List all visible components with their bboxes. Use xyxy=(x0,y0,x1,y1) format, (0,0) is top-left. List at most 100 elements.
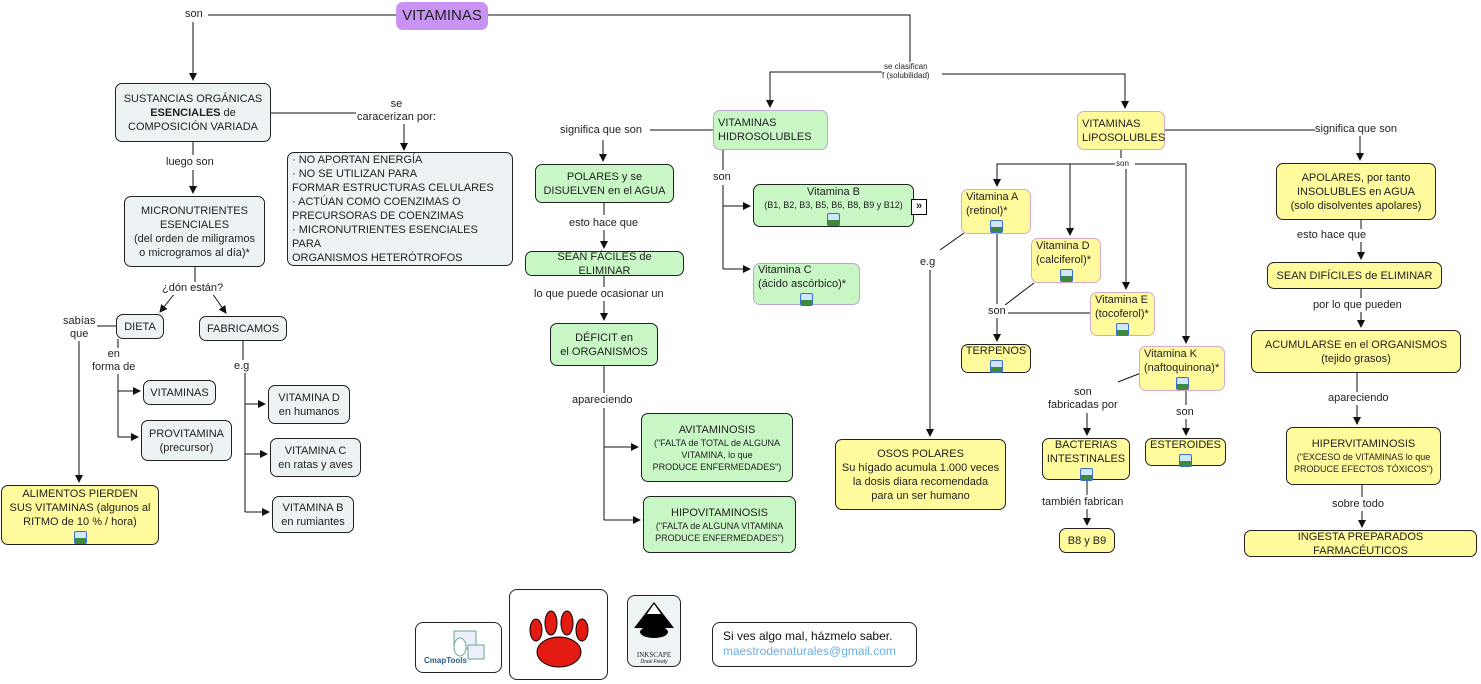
concept-polares[interactable]: POLARES y se DISUELVEN en el AGUA xyxy=(535,164,674,203)
description: ("FALTA de TOTAL de ALGUNA VITAMINA, lo … xyxy=(652,437,782,472)
concept-b8-b9[interactable]: B8 y B9 xyxy=(1059,528,1115,553)
link-label-son-fabricadas-por: son fabricadas por xyxy=(1048,386,1118,412)
image-icon[interactable] xyxy=(827,213,840,226)
paw-logo-icon xyxy=(529,610,589,668)
concept-deficit[interactable]: DÉFICIT en el ORGANISMOS xyxy=(550,323,658,366)
double-chevron-right-icon[interactable]: » xyxy=(911,199,927,215)
image-icon[interactable] xyxy=(989,360,1003,373)
link-label-esto-hace-que: esto hace que xyxy=(1297,229,1367,242)
title: Vitamina B xyxy=(807,186,860,198)
title: AVITAMINOSIS xyxy=(678,423,756,436)
link-label-luego-son: luego son xyxy=(166,156,214,169)
concept-acumularse[interactable]: ACUMULARSE en el ORGANISMOS (tejido gras… xyxy=(1251,330,1461,373)
link-label-tambien-fabrican: también fabrican xyxy=(1042,496,1124,509)
title: HIPERVITAMINOSIS xyxy=(1311,438,1416,450)
title: HIPOVITAMINOSIS xyxy=(671,506,768,519)
text: Vitamina E (tocoferol)* xyxy=(1095,293,1149,320)
link-label-eg: e.g xyxy=(234,360,250,373)
link-label-apareciendo: apareciendo xyxy=(572,394,633,407)
concept-hidrosolubles[interactable]: VITAMINAS HIDROSOLUBLES xyxy=(713,110,828,150)
contact-email-link[interactable]: maestrodenaturales@gmail.com xyxy=(723,644,896,658)
maestro-de-naturales-logo[interactable] xyxy=(509,589,608,680)
link-label-donde-estan: ¿dón están? xyxy=(162,282,224,295)
image-icon[interactable] xyxy=(1059,269,1073,282)
link-label-son: son xyxy=(1116,159,1129,168)
concept-vitamina-a[interactable]: Vitamina A (retinol)* xyxy=(961,189,1031,234)
concept-caracteristicas[interactable]: · NO APORTAN ENERGÍA · NO SE UTILIZAN PA… xyxy=(287,152,513,266)
concept-vitamina-c[interactable]: Vitamina C (ácido ascórbico)* xyxy=(753,263,860,306)
inkscape-tagline: Draw Freely xyxy=(640,659,668,665)
image-icon[interactable] xyxy=(989,220,1003,233)
link-label-sabias-que: sabías que xyxy=(63,315,96,341)
concept-dificiles-eliminar[interactable]: SEAN DIFÍCILES de ELIMINAR xyxy=(1267,262,1442,289)
text: de xyxy=(220,107,236,119)
link-label-por-lo-que-pueden: por lo que pueden xyxy=(1313,299,1402,312)
contact-text: Si ves algo mal, házmelo saber. xyxy=(723,629,893,643)
title: OSOS POLARES xyxy=(877,447,964,460)
image-icon[interactable] xyxy=(1179,453,1192,467)
cmaptools-logo[interactable]: CmapTools xyxy=(415,622,502,673)
text: Vitamina A (retinol)* xyxy=(966,191,1019,217)
concept-micronutrientes[interactable]: MICRONUTRIENTES ESENCIALES (del orden de… xyxy=(124,196,265,267)
concept-vitamina-b[interactable]: Vitamina B(B1, B2, B3, B5, B6, B8, B9 y … xyxy=(753,184,914,227)
link-label-apareciendo: apareciendo xyxy=(1328,392,1389,405)
concept-bacterias-intestinales[interactable]: BACTERIAS INTESTINALES xyxy=(1042,438,1130,481)
concept-vitaminas-root[interactable]: VITAMINAS xyxy=(396,2,488,30)
link-label-ocasionar: lo que puede ocasionar un xyxy=(534,288,664,301)
concept-avitaminosis[interactable]: AVITAMINOSIS("FALTA de TOTAL de ALGUNA V… xyxy=(641,413,793,482)
text: SUSTANCIAS ORGÁNICAS xyxy=(123,93,263,105)
concept-vitaminas-dieta[interactable]: VITAMINAS xyxy=(143,380,216,405)
concept-terpenos[interactable]: TERPENOS xyxy=(961,344,1031,373)
link-label-son: son xyxy=(713,171,731,184)
link-label-son: son xyxy=(185,8,203,21)
link-label-sobre-todo: sobre todo xyxy=(1332,498,1384,511)
image-icon[interactable] xyxy=(73,530,87,544)
concept-vitamina-e[interactable]: Vitamina E (tocoferol)* xyxy=(1090,292,1155,336)
inkscape-text: INKSCAPE xyxy=(636,651,672,659)
text: Vitamina D (calciferol)* xyxy=(1036,240,1092,266)
description: Su hígado acumula 1.000 veces la dosis d… xyxy=(841,461,1000,502)
concept-ingesta[interactable]: INGESTA PREPARADOS FARMACÉUTICOS xyxy=(1244,530,1477,557)
inkscape-logo[interactable]: INKSCAPE Draw Freely xyxy=(627,595,681,667)
concept-liposolubles[interactable]: VITAMINAS LIPOSOLUBLES xyxy=(1077,111,1165,150)
concept-vitamina-d-humanos[interactable]: VITAMINA D en humanos xyxy=(268,385,350,424)
link-label-se-clasifican: se clasifican f (solubilidad) xyxy=(882,62,930,80)
image-icon[interactable] xyxy=(800,292,813,306)
text: TERPENOS xyxy=(965,345,1027,357)
concept-faciles-eliminar[interactable]: SEAN FÁCILES de ELIMINAR xyxy=(525,251,684,277)
concept-esteroides[interactable]: ESTEROIDES xyxy=(1145,438,1226,467)
image-icon[interactable] xyxy=(1175,377,1189,390)
concept-vitamina-k[interactable]: Vitamina K (naftoquinona)* xyxy=(1139,346,1225,391)
image-icon[interactable] xyxy=(1079,467,1093,481)
concept-provitamina[interactable]: PROVITAMINA (precursor) xyxy=(141,420,232,461)
concept-apolares[interactable]: APOLARES, por tanto INSOLUBLES en AGUA (… xyxy=(1276,163,1436,220)
concept-vitamina-d[interactable]: Vitamina D (calciferol)* xyxy=(1031,238,1101,283)
concept-fabricamos[interactable]: FABRICAMOS xyxy=(199,316,287,341)
contact-box: Si ves algo mal, házmelo saber. maestrod… xyxy=(712,622,917,667)
text: COMPOSICIÓN VARIADA xyxy=(128,121,258,133)
concept-vitamina-c-ratas[interactable]: VITAMINA C en ratas y aves xyxy=(270,438,361,477)
link-label-son: son xyxy=(1176,406,1194,419)
concept-alimentos-pierden[interactable]: ALIMENTOS PIERDEN SUS VITAMINAS (algunos… xyxy=(1,485,159,545)
image-icon[interactable] xyxy=(1116,322,1129,336)
cmaptools-icon xyxy=(453,630,485,660)
concept-dieta[interactable]: DIETA xyxy=(116,314,164,339)
text: Vitamina K (naftoquinona)* xyxy=(1144,348,1220,374)
link-label-en-forma-de: en forma de xyxy=(92,348,136,374)
concept-hipovitaminosis[interactable]: HIPOVITAMINOSIS("FALTA de ALGUNA VITAMIN… xyxy=(643,496,796,553)
description: ("EXCESO de VITAMINAS lo que PRODUCE EFE… xyxy=(1294,452,1433,474)
description: ("FALTA de ALGUNA VITAMINA PRODUCE ENFER… xyxy=(655,520,784,543)
concept-vitamina-b-rumiantes[interactable]: VITAMINA B en rumiantes xyxy=(272,496,354,533)
text: ALIMENTOS PIERDEN SUS VITAMINAS (algunos… xyxy=(9,487,151,528)
inkscape-icon xyxy=(634,602,674,638)
link-label-esto-hace-que: esto hace que xyxy=(569,217,639,230)
text: ESTEROIDES xyxy=(1150,438,1221,451)
link-label-significa-que-son: significa que son xyxy=(1315,123,1397,136)
link-label-son: son xyxy=(988,305,1006,318)
concept-hipervitaminosis[interactable]: HIPERVITAMINOSIS ("EXCESO de VITAMINAS lo… xyxy=(1286,427,1441,485)
bold-text: ESENCIALES xyxy=(150,107,221,119)
link-label-se-caracterizan: se caracerizan por: xyxy=(357,98,436,124)
